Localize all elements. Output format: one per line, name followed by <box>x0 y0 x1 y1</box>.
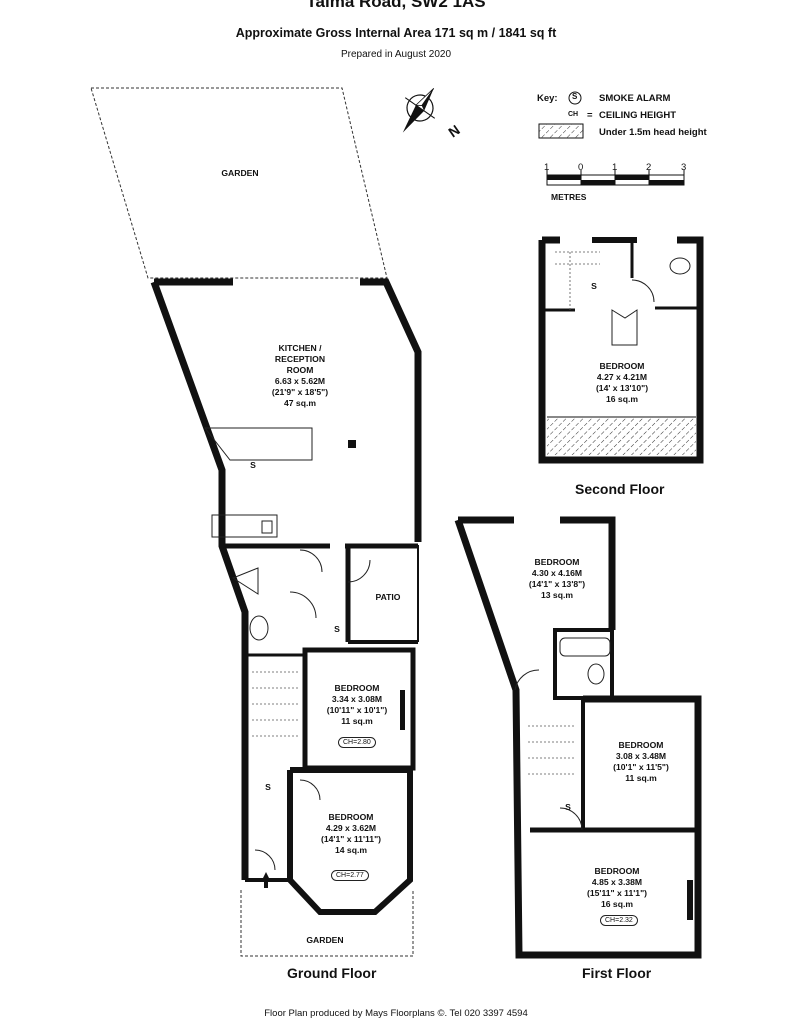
key-ceiling-label: CEILING HEIGHT <box>599 110 677 121</box>
key-smoke-label: SMOKE ALARM <box>599 93 671 104</box>
ground-bedroom-2-label: BEDROOM 4.29 x 3.62M (14'1" x 11'11") 14… <box>320 812 382 855</box>
second-bedroom-label: BEDROOM 4.27 x 4.21M (14' x 13'10") 16 s… <box>595 361 649 404</box>
key-headroom-label: Under 1.5m head height <box>599 127 707 138</box>
patio-label: PATIO <box>375 592 401 602</box>
kitchen-reception-label: KITCHEN / RECEPTION ROOM 6.63 x 5.62M (2… <box>271 343 329 408</box>
scale-unit-label: METRES <box>551 192 587 202</box>
key-ceiling-eq: = <box>587 110 593 121</box>
headroom-zone <box>547 417 696 455</box>
scale-bar <box>546 170 685 186</box>
smoke-alarm-icon: S <box>250 460 256 470</box>
key-smoke-symbol: S <box>572 92 578 101</box>
front-garden-outline <box>240 890 414 957</box>
rear-garden-label: GARDEN <box>221 168 259 178</box>
key-headroom-swatch <box>538 123 584 139</box>
first-bedroom-2-label: BEDROOM 3.08 x 3.48M (10'1" x 11'5") 11 … <box>613 740 669 783</box>
second-floor-title: Second Floor <box>575 481 665 497</box>
gross-internal-area: Approximate Gross Internal Area 171 sq m… <box>235 26 557 40</box>
footer-credit: Floor Plan produced by Mays Floorplans ©… <box>264 1008 528 1019</box>
ground-floor-title: Ground Floor <box>287 965 377 981</box>
property-address: Talma Road, SW2 1AS <box>306 0 486 11</box>
rear-garden-outline <box>90 87 388 279</box>
smoke-alarm-icon: S <box>565 802 571 812</box>
first-bedroom-3-label: BEDROOM 4.85 x 3.38M (15'11" x 11'1") 16… <box>586 866 648 909</box>
smoke-alarm-icon: S <box>265 782 271 792</box>
first-floor-walls <box>454 516 702 959</box>
scale-tick-label: 0 <box>578 162 584 173</box>
first-bedroom-1-label: BEDROOM 4.30 x 4.16M (14'1" x 13'8") 13 … <box>528 557 586 600</box>
compass-icon <box>402 88 436 133</box>
scale-tick-label: 1 <box>544 162 550 173</box>
front-garden-label: GARDEN <box>306 935 344 945</box>
ceiling-height-badge: CH=2.80 <box>338 737 376 748</box>
smoke-alarm-icon: S <box>591 281 597 291</box>
smoke-alarm-icon: S <box>334 624 340 634</box>
ground-bedroom-1-label: BEDROOM 3.34 x 3.08M (10'11" x 10'1") 11… <box>326 683 388 726</box>
second-floor-walls <box>538 236 704 464</box>
scale-tick-label: 2 <box>646 162 652 173</box>
key-title: Key: <box>537 93 558 104</box>
key-ceiling-symbol: CH <box>568 111 579 118</box>
ground-floor-walls <box>150 278 422 915</box>
ceiling-height-badge: CH=2.32 <box>600 915 638 926</box>
scale-tick-label: 3 <box>681 162 687 173</box>
scale-tick-label: 1 <box>612 162 618 173</box>
ceiling-height-badge: CH=2.77 <box>331 870 369 881</box>
first-floor-title: First Floor <box>582 965 652 981</box>
key-smoke-alarm-icon <box>568 91 582 105</box>
prepared-date: Prepared in August 2020 <box>340 49 452 60</box>
